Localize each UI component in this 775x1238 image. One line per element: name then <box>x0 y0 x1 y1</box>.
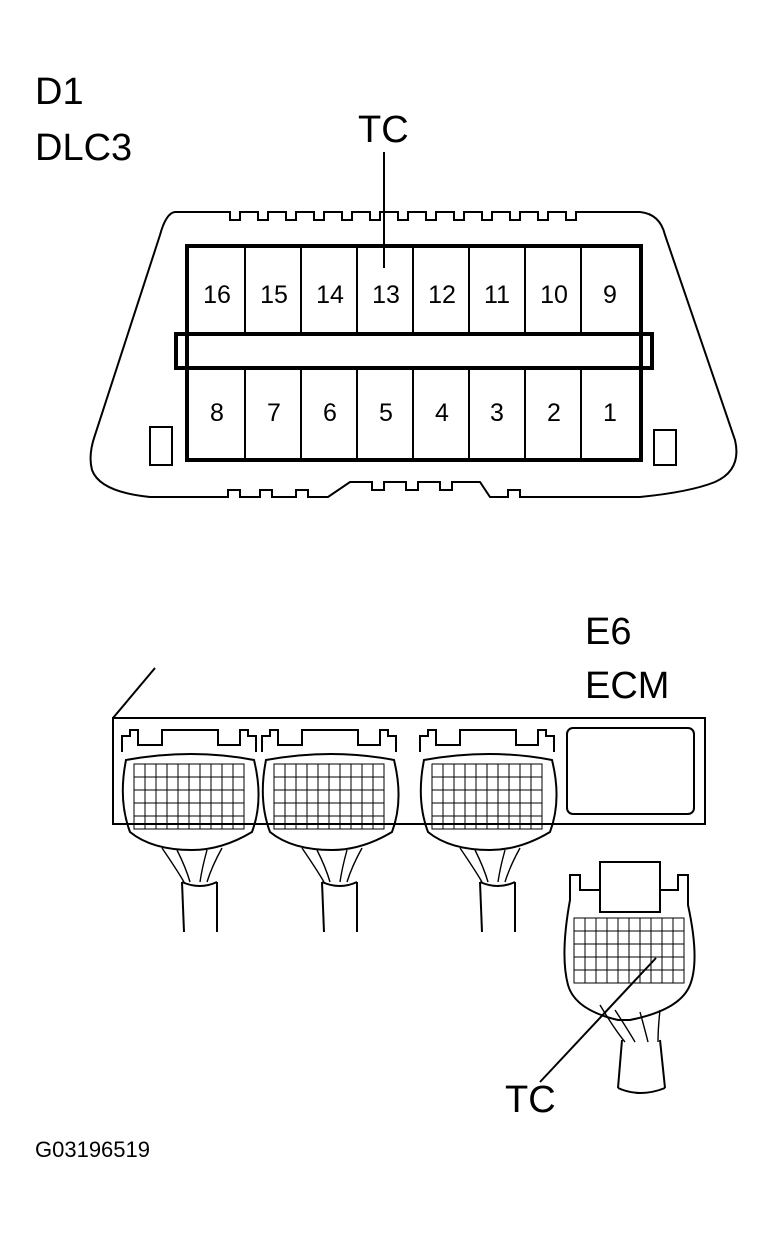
ecm-socket-1 <box>121 729 260 933</box>
ecm-housing <box>112 717 706 825</box>
e6-connector <box>563 861 696 1094</box>
dlc3-pin-11: 11 <box>484 281 510 309</box>
ecm-tc-leader-line <box>539 957 657 1083</box>
ecm-label-plate <box>566 727 695 815</box>
ecm-unit <box>112 667 706 933</box>
dlc3-connector-code: D1 <box>35 71 84 113</box>
dlc3-pin-6: 6 <box>323 399 337 427</box>
dlc3-connector-name: DLC3 <box>35 127 132 169</box>
dlc3-top-dividers <box>244 246 582 334</box>
dlc3-pin-12: 12 <box>428 281 456 309</box>
dlc3-pin-7: 7 <box>267 399 281 427</box>
dlc3-pin-14: 14 <box>316 281 344 309</box>
ecm-socket-2 <box>261 729 400 933</box>
e6-terminal-grid <box>573 917 685 984</box>
ecm-connector-name: ECM <box>585 665 669 707</box>
dlc3-left-latch <box>149 426 173 466</box>
ecm-edge-line <box>112 667 156 719</box>
ecm-socket-3 <box>419 729 558 933</box>
dlc3-pin-3: 3 <box>490 399 504 427</box>
e6-cable <box>617 1039 666 1094</box>
dlc3-tc-label: TC <box>358 109 409 151</box>
e6-connector-latch <box>599 890 661 913</box>
e6-connector-housing <box>563 861 696 1021</box>
ecm-tc-label: TC <box>505 1079 556 1121</box>
dlc3-pin-4: 4 <box>435 399 449 427</box>
dlc3-connector: 16 15 14 13 12 11 10 9 8 7 6 5 4 3 2 1 <box>89 211 738 498</box>
dlc3-pin-16: 16 <box>203 281 231 309</box>
dlc3-pin-15: 15 <box>260 281 288 309</box>
ecm-connector-code: E6 <box>585 611 631 653</box>
dlc3-pin-5: 5 <box>379 399 393 427</box>
dlc3-bottom-dividers <box>244 368 582 460</box>
dlc3-pin-13: 13 <box>372 281 400 309</box>
dlc3-pin-1: 1 <box>603 399 617 427</box>
dlc3-pin-2: 2 <box>547 399 561 427</box>
dlc3-pin-8: 8 <box>210 399 224 427</box>
dlc3-pin-9: 9 <box>603 281 617 309</box>
e6-wires <box>599 1004 661 1043</box>
figure-id: G03196519 <box>35 1137 150 1162</box>
dlc3-center-bar <box>174 332 654 370</box>
dlc3-right-latch <box>653 429 677 466</box>
dlc3-pin-10: 10 <box>540 281 568 309</box>
ecm-sockets <box>121 729 558 933</box>
dlc3-housing-outline <box>89 211 738 498</box>
